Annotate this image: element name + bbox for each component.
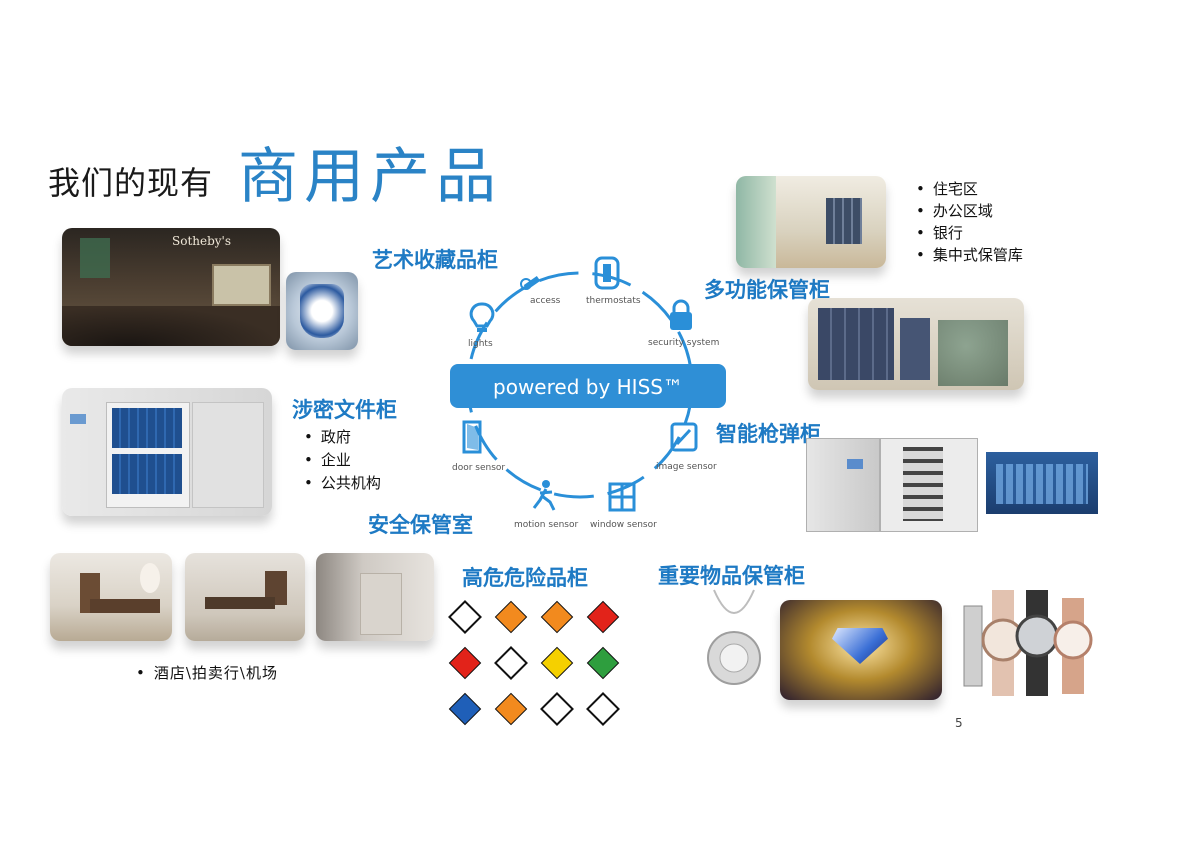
- vase-photo: [286, 272, 358, 350]
- classified-bullets: 政府 企业 公共机构: [304, 426, 381, 495]
- bullet-item: 办公区域: [916, 200, 1023, 222]
- bullet-item: 公共机构: [304, 472, 381, 495]
- node-label-door-sensor: door sensor: [452, 463, 505, 473]
- category-valuables-cabinet: 重要物品保管柜: [658, 564, 805, 588]
- category-art-cabinet: 艺术收藏品柜: [372, 248, 498, 272]
- office-corridor-photo: [736, 176, 886, 268]
- thermostat-icon: [594, 256, 620, 290]
- gun-software-screenshot: [986, 452, 1098, 514]
- hotel-lobby-photo: [50, 553, 172, 641]
- vault-room-photo: [316, 553, 434, 641]
- bullet-item: 银行: [916, 222, 1023, 244]
- lightbulb-icon: [469, 302, 495, 332]
- page-title-prefix: 我们的现有: [48, 164, 214, 202]
- hotel-bullet: 酒店\拍卖行\机场: [136, 662, 278, 685]
- diamond-photo: [780, 600, 942, 700]
- category-hazard-cabinet: 高危危险品柜: [462, 566, 588, 590]
- access-icon: [520, 275, 541, 291]
- category-gun-cabinet: 智能枪弹柜: [716, 422, 821, 446]
- locker-install-photo: [808, 298, 1024, 390]
- bullet-item: 企业: [304, 449, 381, 472]
- door-icon: [462, 420, 482, 454]
- hazard-sign-icon: [448, 600, 620, 726]
- lock-icon: [670, 299, 692, 330]
- node-label-thermostats: thermostats: [586, 296, 641, 306]
- node-label-window-sensor: window sensor: [590, 520, 657, 530]
- category-classified-cabinet: 涉密文件柜: [292, 398, 397, 422]
- multi-bullets: 住宅区 办公区域 银行 集中式保管库: [916, 178, 1023, 266]
- node-label-security-system: security system: [648, 338, 719, 348]
- bullet-item: 住宅区: [916, 178, 1023, 200]
- watches-photo: [958, 590, 1098, 696]
- node-label-lights: lights: [468, 339, 493, 349]
- window-icon: [608, 482, 636, 512]
- auction-sign: Sotheby's: [172, 234, 232, 248]
- category-secure-room: 安全保管室: [368, 513, 473, 537]
- category-multi-cabinet: 多功能保管柜: [704, 278, 830, 302]
- page-title-emphasis: 商用产品: [238, 142, 502, 212]
- file-cabinet-photo: [62, 388, 272, 516]
- gun-cabinet-open-photo: [880, 438, 978, 532]
- hiss-banner: [450, 364, 726, 408]
- image-sensor-icon: [670, 422, 698, 452]
- node-label-image-sensor: image sensor: [656, 462, 717, 472]
- hiss-banner-text: powered by HISS™: [493, 375, 683, 399]
- hiss-hub-diagram: access thermostats security system power…: [450, 256, 726, 530]
- node-label-motion-sensor: motion sensor: [514, 520, 578, 530]
- gun-cabinet-photo: [806, 438, 880, 532]
- auction-photo: Sotheby's: [62, 228, 280, 346]
- node-label-access: access: [530, 296, 561, 306]
- bullet-item: 政府: [304, 426, 381, 449]
- motion-sensor-icon: [532, 480, 556, 511]
- hazard-signs-grid: [444, 596, 630, 742]
- reception-photo: [185, 553, 305, 641]
- bullet-item: 酒店\拍卖行\机场: [136, 662, 278, 685]
- necklace-photo: [694, 586, 774, 696]
- bullet-item: 集中式保管库: [916, 244, 1023, 266]
- page-number: 5: [955, 716, 963, 730]
